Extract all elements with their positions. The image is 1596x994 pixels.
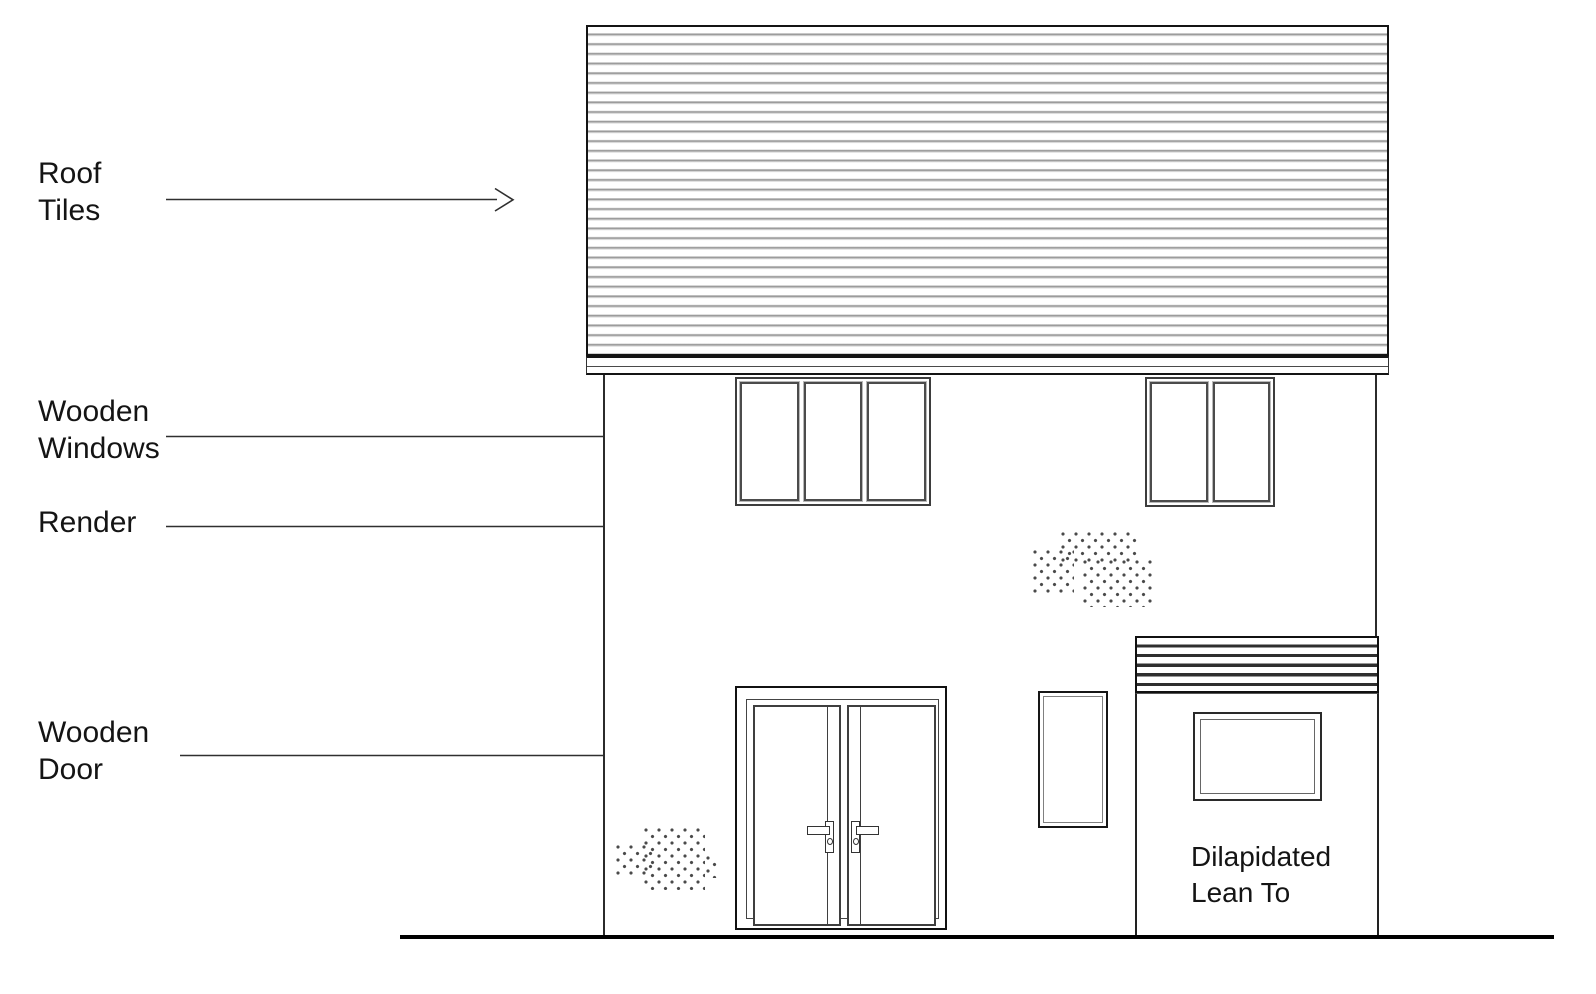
door-keyhole [826, 838, 833, 845]
label-text: Door [38, 753, 104, 786]
door-keyhole [852, 838, 859, 845]
window-pane [1212, 382, 1270, 502]
door-leaf-left [753, 705, 841, 926]
ground-line [400, 935, 1554, 939]
lean-to-window [1193, 712, 1322, 801]
render-patch-lower [643, 827, 705, 890]
label-text: Dilapidated [1191, 841, 1332, 872]
label-text: Wooden [38, 395, 150, 428]
window-pane [1200, 719, 1315, 794]
window-pane [740, 382, 799, 501]
render-patch-upper [1032, 549, 1074, 594]
label-wooden-windows: Wooden Windows [38, 393, 160, 467]
window-pane [1150, 382, 1208, 502]
lean-to: Dilapidated Lean To [1135, 636, 1379, 936]
label-text: Tiles [38, 194, 101, 227]
lean-to-label: Dilapidated Lean To [1191, 839, 1331, 911]
door-leaf-right [847, 705, 936, 926]
window-upper-left [735, 377, 931, 506]
render-patch-upper [1082, 559, 1152, 607]
label-roof-tiles: Roof Tiles [38, 155, 101, 229]
door-stile [860, 707, 861, 924]
door-handle-right [856, 826, 879, 835]
door-handle-left [807, 826, 830, 835]
lean-to-wall: Dilapidated Lean To [1135, 693, 1379, 936]
roof-tiles-area [586, 25, 1389, 356]
render-patch-lower [705, 855, 718, 878]
window-pane [1043, 696, 1103, 823]
window-pane [867, 382, 927, 501]
lean-to-roof [1135, 636, 1379, 693]
door-stile [827, 707, 828, 924]
door-frame [746, 699, 939, 919]
label-text: Windows [38, 432, 160, 465]
roof-fascia [586, 356, 1389, 375]
label-wooden-door: Wooden Door [38, 714, 149, 788]
leader-render [166, 514, 643, 539]
label-text: Wooden [38, 716, 150, 749]
label-render: Render [38, 504, 136, 541]
wooden-door [735, 686, 947, 930]
label-text: Render [38, 506, 137, 539]
door-handle-plate [851, 821, 860, 853]
label-text: Lean To [1191, 877, 1291, 908]
fascia-line [587, 365, 1388, 367]
window-upper-right [1145, 377, 1275, 507]
label-text: Roof [38, 157, 102, 190]
leader-roof-tiles [166, 187, 515, 212]
window-small-ground [1038, 691, 1108, 828]
window-pane [803, 382, 863, 501]
door-handle-plate [825, 821, 834, 853]
